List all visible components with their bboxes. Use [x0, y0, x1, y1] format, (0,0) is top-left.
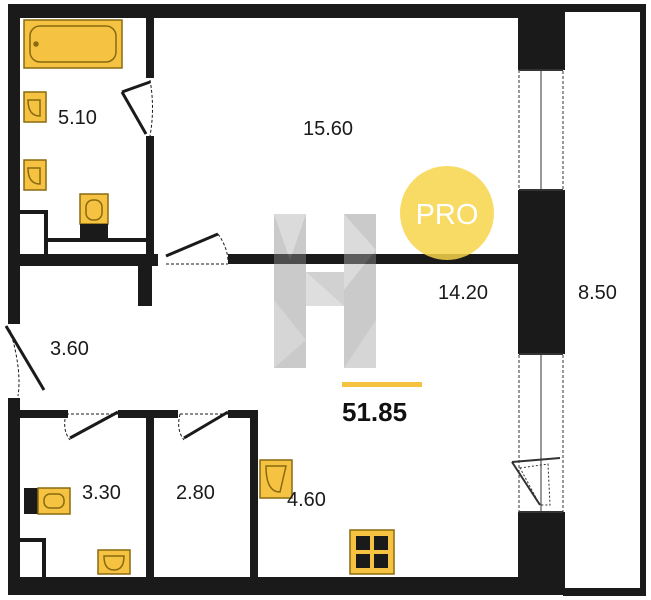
windows [511, 69, 564, 513]
pro-badge-text: PRO [416, 199, 479, 231]
sink-icon [23, 91, 47, 123]
wall-right-pier-3 [518, 512, 565, 595]
wall-outer-bottom [8, 577, 518, 595]
wall-toilet-alcove-top [20, 538, 46, 542]
wall-bath-right-lower [146, 136, 154, 266]
stove-icon [349, 529, 395, 575]
wall-right-pier-2 [518, 190, 565, 354]
room-area-toilet: 3.30 [82, 482, 121, 504]
wall-outer-left-upper [8, 4, 20, 324]
wall-lower-top-1 [20, 410, 68, 418]
room-area-storage: 2.80 [176, 482, 215, 504]
sink-icon [259, 459, 293, 499]
total-area-accent-line [342, 382, 422, 387]
walls [8, 4, 646, 596]
room-labels: 5.10 15.60 14.20 8.50 3.60 3.30 2.80 4.6… [50, 107, 617, 511]
wall-toilet-alcove-side [42, 538, 46, 580]
sink-icon [23, 159, 47, 191]
window-icon [518, 353, 564, 513]
door-swing-icon [165, 232, 229, 265]
room-area-living-room: 15.60 [303, 118, 353, 140]
wall-bath-right-upper [146, 18, 154, 78]
toilet-icon [79, 193, 109, 238]
wall-outer-top [8, 4, 563, 18]
balcony-right [640, 4, 646, 596]
bathtub-icon [23, 19, 123, 69]
door-swing-icon [64, 410, 119, 441]
toilet-icon [24, 487, 71, 515]
room-area-hallway: 3.60 [50, 338, 89, 360]
room-area-kitchen: 14.20 [438, 282, 488, 304]
pro-badge: PRO [400, 166, 494, 260]
door-swing-icon [120, 79, 153, 137]
wall-living-bottom [228, 254, 520, 264]
sink-icon [97, 549, 131, 575]
total-area-value: 51.85 [342, 397, 407, 427]
fixtures [23, 19, 395, 575]
wall-storage-right [250, 410, 258, 580]
balcony-bottom [563, 588, 646, 596]
door-swing-icon [4, 325, 46, 397]
total-area: 51.85 [342, 382, 422, 427]
room-area-bathroom: 5.10 [58, 107, 97, 129]
pro-badge-circle [400, 166, 494, 260]
wall-outer-left-lower [8, 398, 20, 594]
door-swing-icon [178, 410, 229, 441]
window-icon [518, 69, 564, 191]
wall-toilet-right [146, 410, 154, 580]
wall-bath-alcove-side [44, 210, 48, 256]
wall-bath-ledge [48, 238, 146, 242]
room-area-corridor: 4.60 [287, 489, 326, 511]
wall-bath-bottom [20, 254, 158, 266]
wall-lower-top-3 [228, 410, 258, 418]
wall-right-pier-1 [518, 4, 565, 70]
watermark-logo-icon [274, 214, 376, 368]
wall-bath-alcove-top [20, 210, 48, 214]
wall-stub [138, 254, 152, 306]
doors [4, 79, 229, 441]
balcony-door-icon [511, 457, 561, 506]
balcony-top [563, 4, 645, 12]
room-area-balcony: 8.50 [578, 282, 617, 304]
